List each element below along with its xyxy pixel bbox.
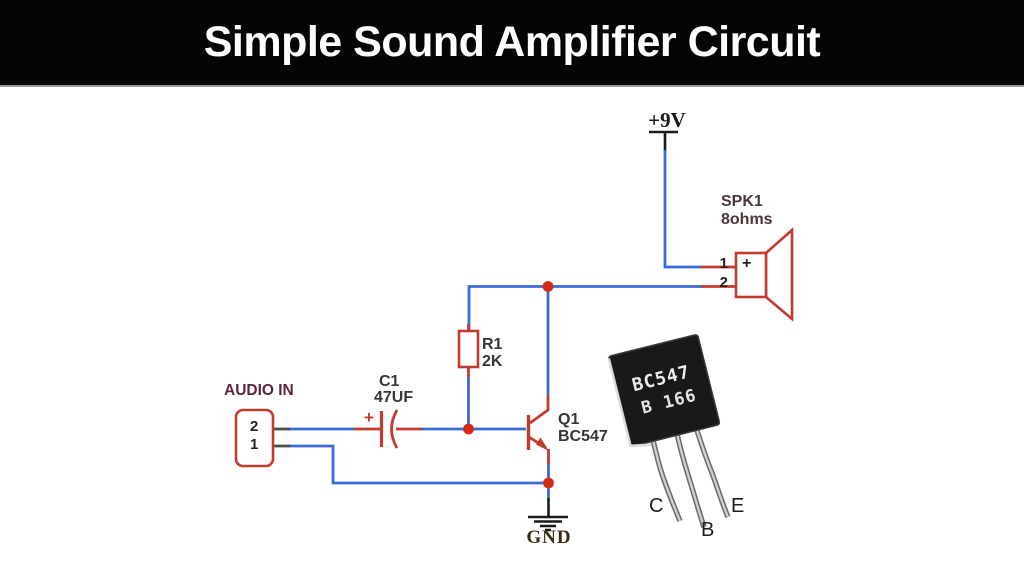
photo-leads [649, 423, 731, 528]
connector-pin1-label: 1 [250, 436, 259, 453]
resistor-value-label: 2K [482, 353, 503, 370]
speaker-pin2-label: 2 [719, 274, 728, 291]
transistor-collector-lead [529, 395, 550, 425]
photo-transistor-body: BC547 B 166 [607, 334, 721, 448]
junction-dot-collector-rail [542, 281, 554, 292]
transistor-ref-label: Q1 [558, 411, 580, 428]
wire-ground-rail [289, 444, 549, 485]
junction-dot-base [463, 423, 474, 435]
photo-lead-b-label: B [701, 519, 715, 541]
connector-pin2-label: 2 [250, 418, 259, 435]
speaker-ref-label: SPK1 [721, 193, 763, 210]
page-title: Simple Sound Amplifier Circuit [203, 18, 821, 66]
speaker-body [734, 251, 768, 299]
title-bar: Simple Sound Amplifier Circuit [0, 0, 1024, 87]
speaker-horn [764, 227, 794, 322]
wire-collector-rail [467, 285, 701, 330]
audio-in-label: AUDIO IN [224, 382, 294, 399]
wire-power-to-speaker [663, 150, 701, 269]
capacitor-polarity-label: + [364, 408, 374, 427]
power-terminal [649, 130, 678, 151]
capacitor-value-label: 47UF [374, 389, 414, 406]
transistor-value-label: BC547 [558, 428, 608, 445]
photo-lead-c-label: C [649, 495, 664, 517]
ground-icon [528, 515, 568, 532]
audio-connector-box [234, 408, 275, 468]
photo-lead-e-label: E [731, 495, 745, 517]
transistor-emitter-arrow [536, 437, 549, 451]
power-label: +9V [648, 108, 686, 132]
resistor-ref-label: R1 [482, 336, 503, 353]
junction-dot-ground [543, 477, 554, 489]
capacitor-plate-negative [390, 409, 399, 449]
resistor-body [457, 329, 480, 369]
speaker-polarity-label: + [742, 255, 752, 272]
speaker-value-label: 8ohms [721, 211, 773, 228]
speaker-pin1-label: 1 [719, 255, 728, 272]
ground-label: GND [526, 527, 572, 548]
connector-pin-stubs [272, 427, 290, 448]
capacitor-ref-label: C1 [379, 373, 400, 390]
